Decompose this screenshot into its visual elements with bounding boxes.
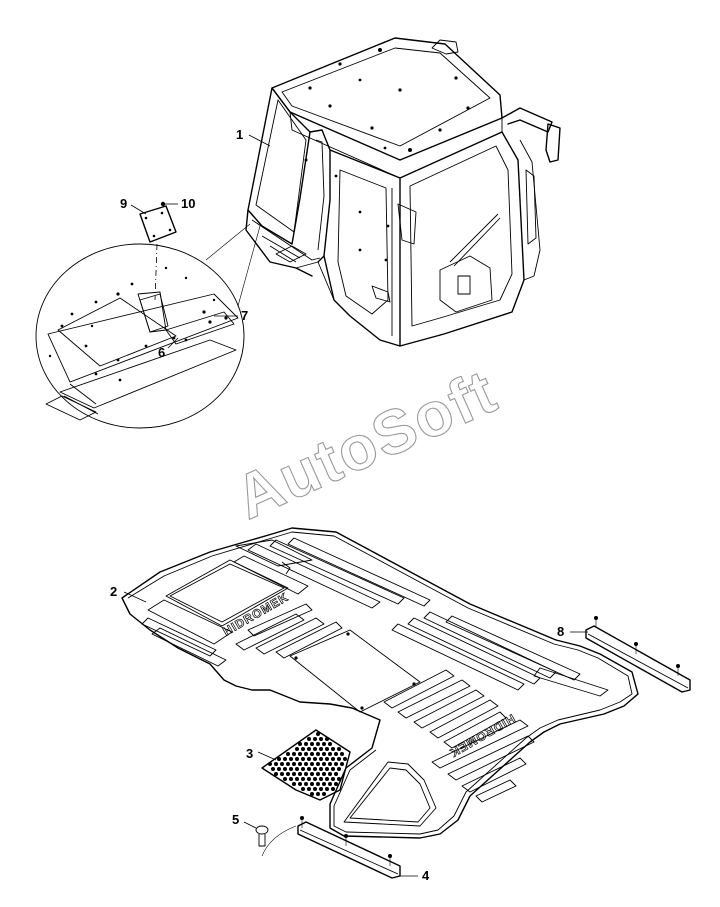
detail-bolts [48,266,228,382]
callout-5: 5 [232,812,239,827]
detail-view-floor-hatch: 9 10 7 6 [35,196,261,429]
floor-mat: HIDROMEK HIDROMEK 2 [110,527,639,839]
watermark-text: AutoSoft [226,357,508,533]
callout-3: 3 [246,746,253,761]
callout-9: 9 [120,196,127,211]
callout-7: 7 [241,308,248,323]
mat-ribs [141,537,609,803]
threshold-strip-bottom: 4 [261,816,430,883]
mounting-bolt: 5 [232,812,269,847]
callout-4: 4 [422,868,430,883]
hatch-cover [139,205,177,243]
cab-assembly: 1 [236,37,561,347]
threshold-strip-right: 8 [557,616,691,693]
leader-1 [248,134,271,147]
perforated-grille: 3 [246,729,351,801]
callout-1: 1 [236,127,243,142]
grille-holes [268,732,347,796]
callout-10: 10 [181,196,195,211]
callout-6: 6 [158,345,165,360]
callout-8: 8 [557,624,564,639]
callout-2: 2 [110,584,117,599]
roof-bolts [308,48,470,152]
